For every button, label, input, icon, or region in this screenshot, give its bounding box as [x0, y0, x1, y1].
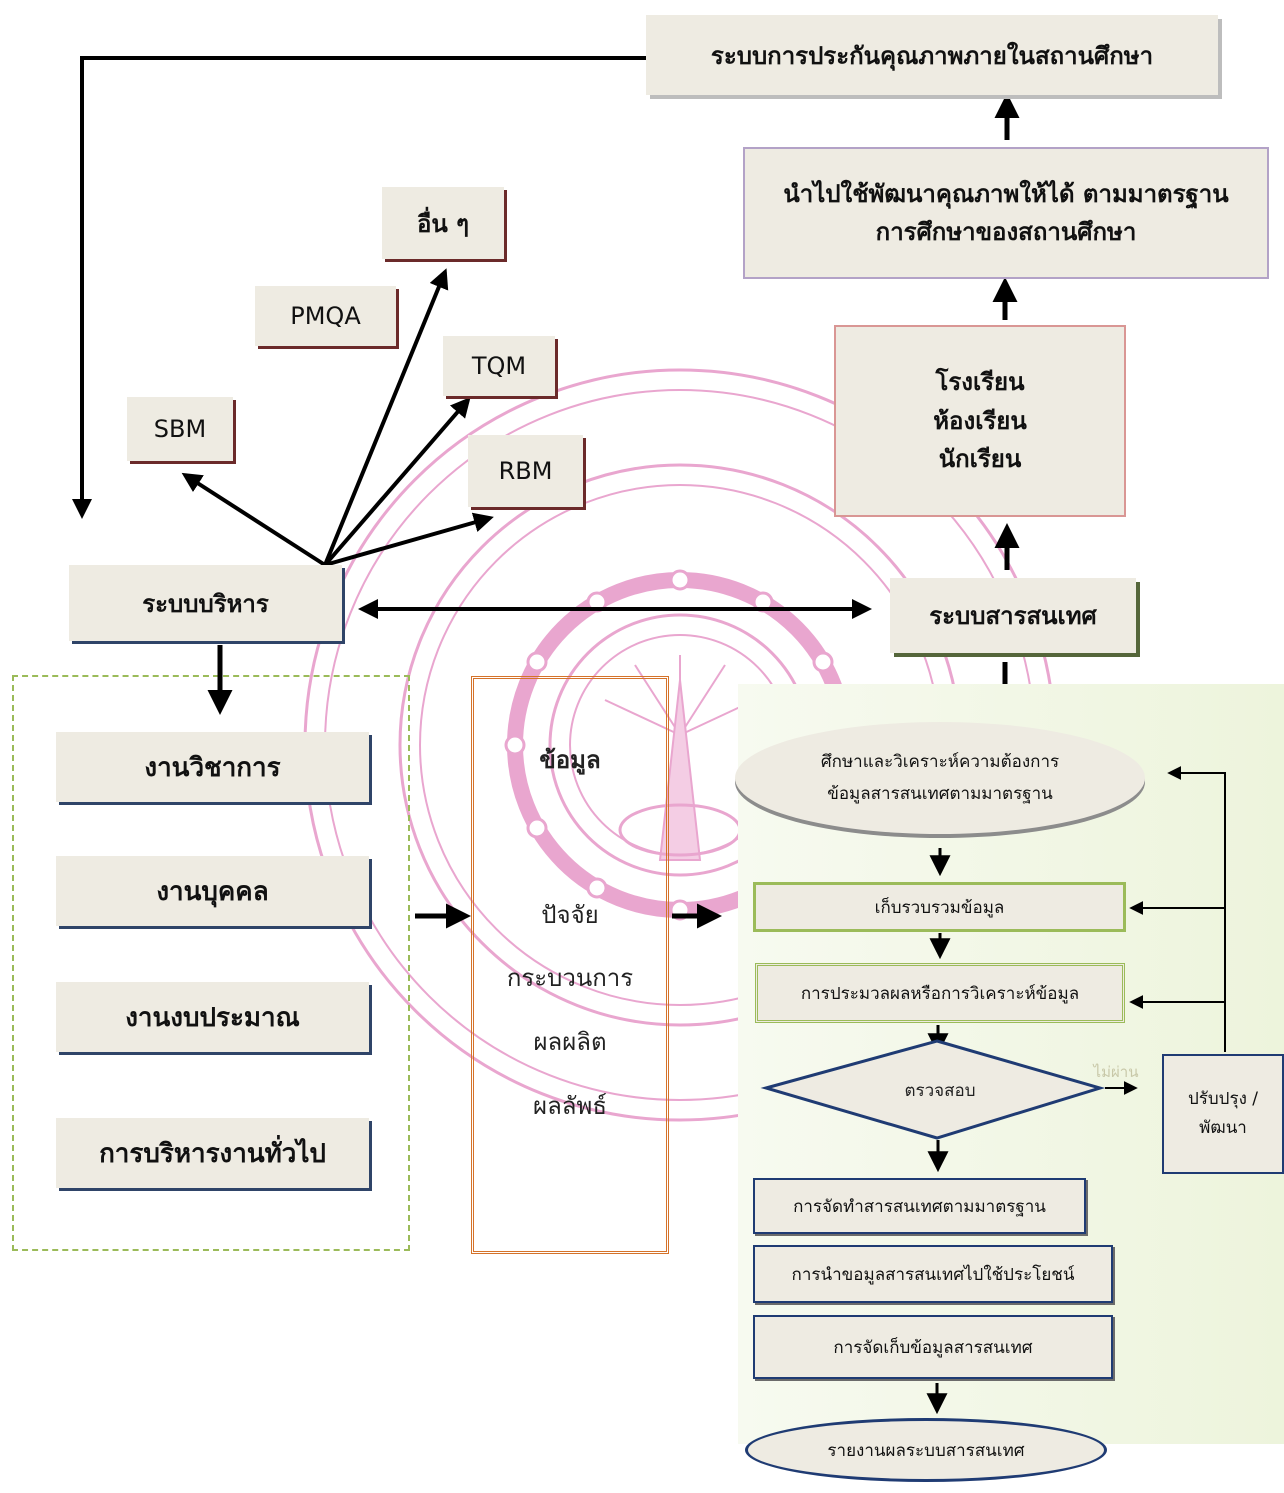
collect-data-box: เก็บรวบรวมข้อมูล: [753, 882, 1126, 932]
data-item-inputs: ปัจจัย: [541, 901, 599, 929]
admin-group-frame: [12, 675, 410, 1251]
school-levels-box: โรงเรียน ห้องเรียน นักเรียน: [834, 325, 1126, 517]
data-item-outcome: ผลลัพธ์: [533, 1092, 607, 1120]
pmqa-box: PMQA: [255, 286, 396, 346]
admin-item-academic: งานวิชาการ: [56, 732, 369, 802]
develop-quality-box: นำไปใช้พัฒนาคุณภาพให้ได้ ตามมาตรฐาน การศ…: [743, 147, 1269, 279]
sbm-box: SBM: [127, 397, 233, 461]
admin-item-personnel: งานบุคคล: [56, 856, 369, 926]
rbm-box: RBM: [468, 435, 583, 507]
data-frame: [471, 676, 669, 1254]
admin-item-general: การบริหารงานทั่วไป: [56, 1118, 369, 1188]
report-ellipse: รายงานผลระบบสารสนเทศ: [745, 1418, 1107, 1482]
store-info-box: การจัดเก็บข้อมูลสารสนเทศ: [753, 1315, 1113, 1379]
fail-label: ไม่ผ่าน: [1093, 1063, 1139, 1081]
data-title: ข้อมูล: [539, 746, 601, 774]
quality-assurance-box: ระบบการประกันคุณภาพภายในสถานศึกษา: [646, 15, 1218, 95]
data-item-output: ผลผลิต: [533, 1028, 607, 1056]
tqm-box: TQM: [443, 336, 555, 396]
data-item-process: กระบวนการ: [506, 964, 634, 992]
check-label: ตรวจสอบ: [904, 1081, 976, 1101]
info-system-box: ระบบสารสนเทศ: [890, 578, 1136, 653]
process-data-box: การประมวลผลหรือการวิเคราะห์ข้อมูล: [755, 963, 1125, 1023]
admin-system-box: ระบบบริหาร: [69, 565, 342, 641]
analyze-needs-ellipse: ศึกษาและวิเคราะห์ความต้องการ ข้อมูลสารสน…: [735, 722, 1145, 834]
use-info-box: การนำขอมูลสารสนเทศไปใช้ประโยชน์: [753, 1245, 1113, 1303]
others-method-box: อื่น ๆ: [382, 187, 504, 259]
admin-item-budget: งานงบประมาณ: [56, 982, 369, 1052]
produce-info-box: การจัดทำสารสนเทศตามมาตรฐาน: [753, 1178, 1086, 1234]
improve-box: ปรับปรุง / พัฒนา: [1162, 1054, 1284, 1174]
